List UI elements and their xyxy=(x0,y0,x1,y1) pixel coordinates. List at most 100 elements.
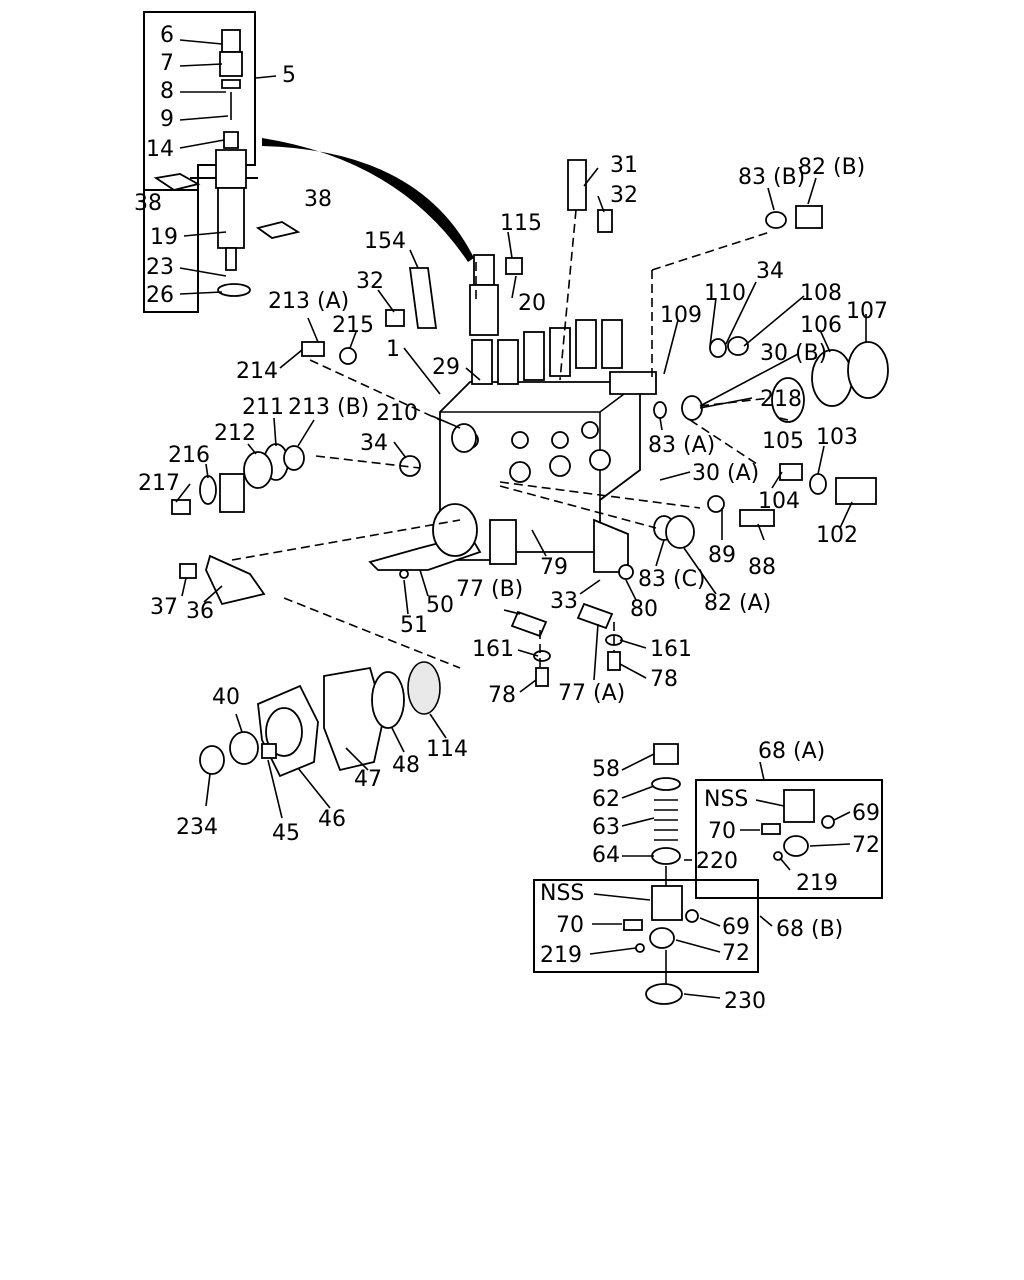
part-number-labels: 6 7 5 8 9 14 38 38 19 23 26 31 32 115 15… xyxy=(134,23,888,1014)
label-110: 110 xyxy=(704,281,746,306)
label-58: 58 xyxy=(592,757,620,782)
bolt-78a xyxy=(535,667,549,687)
label-36: 36 xyxy=(186,599,214,624)
label-6: 6 xyxy=(160,23,174,48)
label-213b: 213 (B) xyxy=(288,395,369,420)
washer-83b xyxy=(765,211,787,229)
label-69a: 69 xyxy=(852,801,880,826)
fitting-210 xyxy=(451,423,477,453)
label-78a: 78 xyxy=(488,683,516,708)
collar-34a xyxy=(709,338,727,358)
bolt-32b xyxy=(385,309,405,327)
label-70b: 70 xyxy=(556,913,584,938)
tappet-inset-b xyxy=(533,879,759,973)
label-79: 79 xyxy=(540,555,568,580)
label-210: 210 xyxy=(376,401,418,426)
label-154: 154 xyxy=(364,229,406,254)
seal-107 xyxy=(847,341,889,399)
bolt-88 xyxy=(739,509,775,527)
label-7: 7 xyxy=(160,51,174,76)
label-234: 234 xyxy=(176,815,218,840)
plug-82b xyxy=(795,205,823,229)
label-107: 107 xyxy=(846,299,888,324)
label-45: 45 xyxy=(272,821,300,846)
pin-70a xyxy=(761,823,781,835)
washer-83a xyxy=(653,401,667,419)
label-220: 220 xyxy=(696,849,738,874)
cap-30b xyxy=(681,395,703,421)
cover-33 xyxy=(593,518,629,573)
key-51 xyxy=(399,569,409,579)
label-1: 1 xyxy=(386,337,400,362)
label-64: 64 xyxy=(592,843,620,868)
label-14: 14 xyxy=(146,137,174,162)
label-48: 48 xyxy=(392,753,420,778)
pin-70b xyxy=(623,919,643,931)
label-219a: 219 xyxy=(796,871,838,896)
label-215: 215 xyxy=(332,313,374,338)
label-70a: 70 xyxy=(708,819,736,844)
label-51: 51 xyxy=(400,613,428,638)
label-40: 40 xyxy=(212,685,240,710)
tappet-body-b xyxy=(651,885,683,921)
plunger-58 xyxy=(653,743,679,765)
label-9: 9 xyxy=(160,107,174,132)
bolt-37 xyxy=(179,563,197,579)
label-217: 217 xyxy=(138,471,180,496)
roller-72a xyxy=(783,835,809,857)
dashed-alignment-lines xyxy=(231,209,771,669)
rack-109 xyxy=(609,371,657,395)
front-side-parts xyxy=(171,341,623,687)
inset-box-lower xyxy=(143,190,199,313)
label-20: 20 xyxy=(518,291,546,316)
injector-body xyxy=(469,284,499,336)
plunger-tip xyxy=(225,247,237,271)
label-32b: 32 xyxy=(356,269,384,294)
clamp-38b xyxy=(255,221,301,239)
label-216: 216 xyxy=(168,443,210,468)
lever-31 xyxy=(567,159,587,211)
roller-72b xyxy=(649,927,675,949)
label-72a: 72 xyxy=(852,833,880,858)
label-161a: 161 xyxy=(472,637,514,662)
label-83b: 83 (B) xyxy=(738,165,805,190)
gasket-47 xyxy=(323,666,385,772)
label-34b: 34 xyxy=(360,431,388,456)
lever-154 xyxy=(408,267,438,329)
barrel-upper xyxy=(215,149,247,189)
label-23: 23 xyxy=(146,255,174,280)
bolt-69a xyxy=(821,815,835,829)
tappet-assembly xyxy=(533,743,883,1005)
bracket-77a xyxy=(576,602,614,630)
label-47: 47 xyxy=(354,767,382,792)
camshaft-bearing-housing xyxy=(489,519,517,565)
label-nss-1: NSS xyxy=(704,787,748,812)
label-77b: 77 (B) xyxy=(456,577,523,602)
label-32a: 32 xyxy=(610,183,638,208)
pump-housing xyxy=(439,254,641,561)
tappet-body-a xyxy=(783,789,815,823)
bracket-77b xyxy=(510,610,548,638)
tappet-inset-a xyxy=(695,779,883,899)
valve-body xyxy=(219,51,243,77)
bolt-78b xyxy=(607,651,621,671)
o-ring-26 xyxy=(217,283,251,297)
label-38a: 38 xyxy=(134,191,162,216)
label-218: 218 xyxy=(760,387,802,412)
leader-lines xyxy=(175,39,867,999)
label-62: 62 xyxy=(592,787,620,812)
bolt-214 xyxy=(301,341,325,357)
label-109: 109 xyxy=(660,303,702,328)
label-68a: 68 (A) xyxy=(758,739,825,764)
bolt-32a xyxy=(597,209,613,233)
bolt-45 xyxy=(261,743,277,759)
plug-82a xyxy=(665,515,695,549)
spring-63 xyxy=(654,799,678,841)
tappet-230 xyxy=(645,983,683,1005)
label-19: 19 xyxy=(150,225,178,250)
nut-115 xyxy=(505,257,523,275)
seal-40 xyxy=(229,731,259,765)
plug-102 xyxy=(835,477,877,505)
governor-side-parts xyxy=(385,159,889,580)
